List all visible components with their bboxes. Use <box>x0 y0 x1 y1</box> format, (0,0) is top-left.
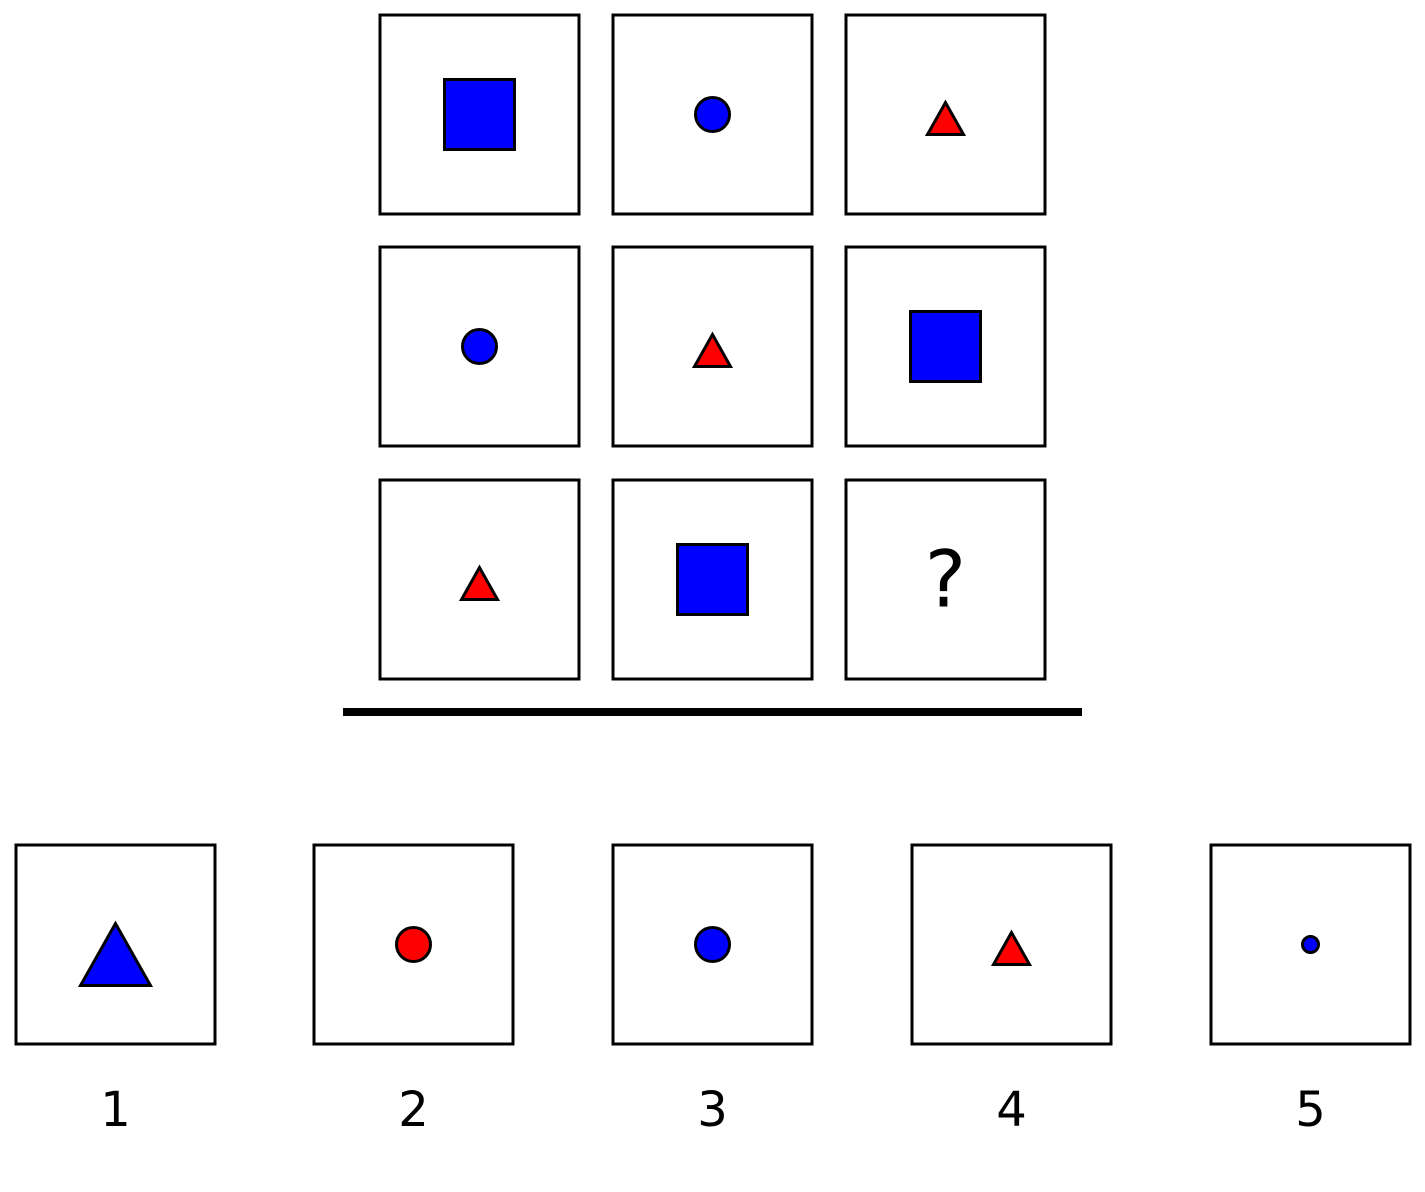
matrix-cell-r3-c1 <box>378 478 581 681</box>
blue-circle-icon <box>1301 935 1320 954</box>
blue-triangle-icon <box>77 920 154 987</box>
matrix-cell-r2-c2 <box>611 245 814 448</box>
red-triangle-icon <box>691 331 734 368</box>
blue-circle-icon <box>694 96 731 133</box>
missing-cell-question-mark: ? <box>925 536 966 626</box>
option-1[interactable]: 1 <box>14 843 217 1138</box>
puzzle-matrix: ? <box>378 13 1047 681</box>
blue-square-icon <box>676 543 749 616</box>
blue-circle-icon <box>461 328 498 365</box>
red-triangle-icon <box>990 929 1033 966</box>
blue-square-icon <box>909 310 982 383</box>
option-2[interactable]: 2 <box>312 843 515 1138</box>
option-4[interactable]: 4 <box>910 843 1113 1138</box>
matrix-cell-r1-c2 <box>611 13 814 216</box>
option-number-label: 4 <box>996 1082 1027 1138</box>
matrix-cell-r3-c2 <box>611 478 814 681</box>
red-triangle-icon <box>924 99 967 136</box>
red-triangle-icon <box>458 564 501 601</box>
matrix-cell-r1-c3 <box>844 13 1047 216</box>
option-number-label: 5 <box>1295 1082 1326 1138</box>
option-number-label: 3 <box>697 1082 728 1138</box>
answer-options: 1 2 3 4 5 <box>14 843 1412 1138</box>
matrix-cell-r2-c1 <box>378 245 581 448</box>
red-circle-icon <box>395 926 432 963</box>
option-3[interactable]: 3 <box>611 843 814 1138</box>
cell-frame <box>844 478 1047 681</box>
matrix-cell-r2-c3 <box>844 245 1047 448</box>
blue-circle-icon <box>694 926 731 963</box>
blue-square-icon <box>443 78 516 151</box>
option-5[interactable]: 5 <box>1209 843 1412 1138</box>
option-number-label: 1 <box>100 1082 131 1138</box>
option-number-label: 2 <box>398 1082 429 1138</box>
matrix-cell-r1-c1 <box>378 13 581 216</box>
matrix-cell-r3-c3: ? <box>844 478 1047 681</box>
